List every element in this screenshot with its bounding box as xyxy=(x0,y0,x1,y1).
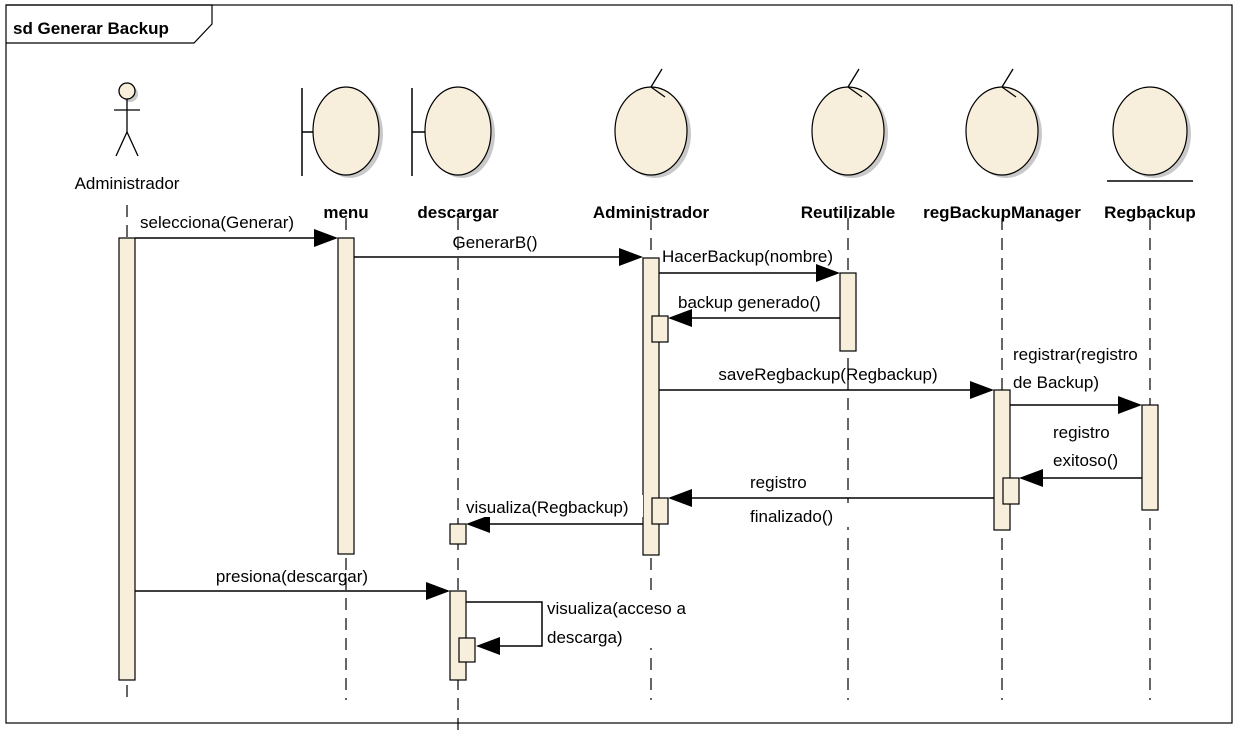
message-backup-generado: backup generado() xyxy=(668,293,840,327)
svg-text:de Backup): de Backup) xyxy=(1013,373,1099,392)
svg-text:selecciona(Generar): selecciona(Generar) xyxy=(140,213,294,232)
message-hacerbackup: HacerBackup(nombre) xyxy=(659,247,840,282)
svg-text:GenerarB(): GenerarB() xyxy=(452,233,537,252)
activation-bar xyxy=(458,637,476,663)
activation-bar xyxy=(118,237,136,681)
svg-text:HacerBackup(nombre): HacerBackup(nombre) xyxy=(662,247,833,266)
activation-bar xyxy=(651,315,669,343)
lifeline-name-descargar: descargar xyxy=(417,203,499,222)
activation-bar xyxy=(993,389,1011,531)
activation-bar xyxy=(1002,477,1020,505)
activation-bar xyxy=(1141,404,1159,511)
activation-bar xyxy=(651,497,669,525)
svg-text:registro: registro xyxy=(750,473,807,492)
message-saveregbackup: saveRegbackup(Regbackup) xyxy=(659,365,994,399)
lifeline-name-reutilizable: Reutilizable xyxy=(801,203,895,222)
message-presiona-descargar: presiona(descargar) xyxy=(135,567,450,600)
svg-text:visualiza(acceso a: visualiza(acceso a xyxy=(547,599,686,618)
boundary-icon xyxy=(411,86,495,178)
diagram-frame xyxy=(5,4,1233,724)
svg-text:visualiza(Regbackup): visualiza(Regbackup) xyxy=(466,498,629,517)
svg-text:registro: registro xyxy=(1053,423,1110,442)
frame-title: sd Generar Backup xyxy=(13,19,169,38)
activation-bar xyxy=(839,272,857,352)
control-icon xyxy=(965,68,1042,178)
message-registro-exitoso: registro exitoso() xyxy=(1019,423,1142,487)
actor-stick-figure-icon xyxy=(114,82,140,157)
lifeline-name-menu: menu xyxy=(323,203,368,222)
boundary-icon xyxy=(301,86,383,178)
svg-text:saveRegbackup(Regbackup): saveRegbackup(Regbackup) xyxy=(718,365,937,384)
message-visualiza-regbackup: visualiza(Regbackup) xyxy=(463,495,643,533)
svg-text:registrar(registro: registrar(registro xyxy=(1013,345,1138,364)
activation-bar xyxy=(337,237,355,555)
message-registro-finalizado: registro finalizado() xyxy=(668,473,994,527)
svg-text:backup generado(): backup generado() xyxy=(678,293,821,312)
message-registrar: registrar(registro de Backup) xyxy=(1010,345,1142,414)
lifeline-name-administrador: Administrador xyxy=(593,203,710,222)
activation-bar xyxy=(449,590,467,681)
entity-icon xyxy=(1107,86,1193,182)
svg-text:presiona(descargar): presiona(descargar) xyxy=(216,567,368,586)
svg-text:finalizado(): finalizado() xyxy=(750,507,833,526)
control-icon xyxy=(614,68,691,178)
svg-text:descarga): descarga) xyxy=(547,628,623,647)
svg-text:exitoso(): exitoso() xyxy=(1053,451,1118,470)
message-visualiza-acceso: visualiza(acceso a descarga) xyxy=(466,596,695,655)
message-generarb: GenerarB() xyxy=(354,233,643,266)
control-icon xyxy=(811,68,888,178)
activation-bar xyxy=(449,523,467,545)
lifeline-name-regbackup: Regbackup xyxy=(1104,203,1196,222)
actor-name: Administrador xyxy=(75,174,180,193)
lifeline-name-regbackupmanager: regBackupManager xyxy=(923,203,1081,222)
frame-title-tab xyxy=(6,4,213,44)
message-selecciona: selecciona(Generar) xyxy=(135,213,338,247)
